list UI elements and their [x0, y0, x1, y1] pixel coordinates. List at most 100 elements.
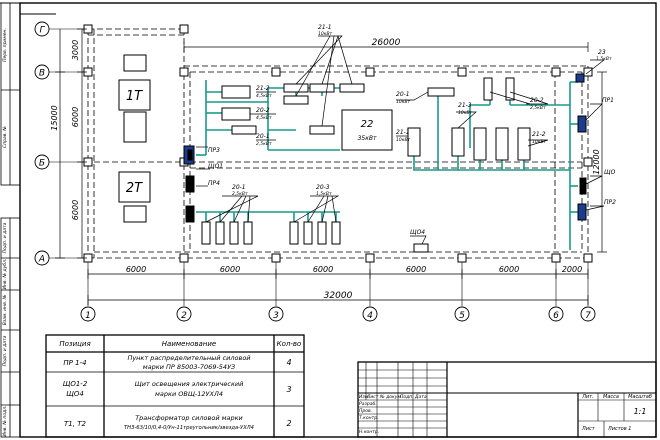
distribution-panels [183, 73, 587, 223]
title-block-text: Изм. Лист № докум. Подп. Дата Разраб. Пр… [359, 394, 652, 435]
tb-head-doc: № докум. [379, 394, 402, 400]
axis-row-bubble-1 [34, 64, 50, 80]
column-18 [583, 157, 593, 167]
axis-bubble-7 [580, 306, 596, 322]
side-stamp-label-3: Инв. № дубл. [2, 259, 8, 290]
spec-row-3-qty: 2 [286, 419, 291, 428]
label-21-3-right-power: 10кВт [458, 110, 473, 116]
spec-row-2-pos-2: ЩО4 [66, 390, 84, 398]
dim-right: 12000 [592, 149, 601, 174]
axis-number-6: 6 [553, 311, 559, 321]
column-15 [457, 253, 467, 263]
spec-row-1-name-2: марки ПР 85003-7069-54УЗ [143, 363, 235, 371]
axis-row-bubble-2 [34, 154, 50, 170]
label-sho1: ЩО1 [208, 163, 223, 170]
dim-bay-4: 6000 [499, 265, 519, 274]
column-11 [551, 67, 561, 77]
specification-table-text: Позиция Наименование Кол-во ПР 1-4 Пункт… [59, 340, 301, 431]
side-stamp-label-2: Подп. и дата [2, 222, 8, 253]
label-21-1-right-power: 10кВт [396, 137, 411, 143]
axis-letter-1: В [39, 69, 45, 79]
dim-bay-2: 6000 [313, 265, 333, 274]
label-20-3: 20-3 [316, 184, 330, 191]
column-5 [179, 67, 189, 77]
label-20-1-bottom: 20-1 [232, 184, 246, 191]
dim-left-total: 15000 [50, 105, 59, 130]
tb-head-scale: Масштаб [628, 394, 652, 400]
dim-left-2: 6000 [71, 200, 80, 220]
label-20-2-right-power: 2,5кВт [530, 105, 546, 111]
axis-number-3: 3 [273, 311, 279, 321]
axis-number-1: 1 [85, 311, 91, 321]
label-21-2-right: 21-2 [532, 131, 546, 138]
spec-row-2-name-1: Щит освещения электрический [135, 380, 244, 388]
tb-sheets: Листов 1 [607, 426, 631, 432]
label-sho: ЩО [604, 169, 616, 176]
label-22-power: 35кВт [358, 135, 377, 142]
leader-lines [196, 35, 606, 245]
column-9 [365, 67, 375, 77]
side-stamp-label-4: Взам. инв. № [2, 294, 8, 325]
tb-head-lit: Лит. [581, 394, 594, 400]
transformer-equipment [118, 54, 151, 223]
tb-row-nkontr: Н.контр. [359, 429, 379, 435]
side-stamp-label-5: Подп. и дата [2, 335, 8, 366]
spec-header-name: Наименование [162, 340, 216, 348]
column-16 [551, 253, 561, 263]
label-pr4: ПР4 [208, 180, 220, 187]
axis-bubble-1 [80, 306, 96, 322]
axis-number-2: 2 [181, 311, 187, 321]
axis-bubble-3 [268, 306, 284, 322]
dim-bay-1: 6000 [220, 265, 240, 274]
spec-row-2-name-2: марки ОВЩ-12УХЛ4 [155, 390, 223, 398]
axis-letter-0: Г [39, 26, 45, 36]
label-21-1-top: 21-1 [318, 24, 332, 31]
label-20-3-power: 1,5кВт [316, 191, 332, 197]
axis-bubble-6 [548, 306, 564, 322]
spec-row-1-name-1: Пункт распределительный силовой [127, 354, 250, 362]
side-stamp-label-1: Справ. № [2, 126, 8, 148]
spec-row-3-name-2: ТНЗ-63/10/0,4-0/Ун-11треугольник/звезда-… [124, 425, 254, 431]
label-22: 22 [361, 119, 374, 130]
equipment-boxes [201, 77, 531, 253]
axis-bubble-5 [454, 306, 470, 322]
dimension-lines [55, 28, 607, 305]
column-14 [365, 253, 375, 263]
transformer-1-label: 1T [126, 89, 143, 104]
dim-bay-3: 6000 [406, 265, 426, 274]
spec-row-2-qty: 3 [286, 385, 291, 394]
dim-bay-5: 2000 [562, 265, 582, 274]
tb-head-mass: Масса [603, 394, 619, 400]
label-20-1-right: 20-1 [396, 91, 410, 98]
tb-row-razrab: Разраб. [359, 401, 377, 407]
label-20-2-right: 20-2 [530, 97, 544, 104]
tb-head-sign: Подп. [400, 394, 414, 400]
side-stamp-label-6: Инв. № подл. [2, 405, 8, 436]
building-columns [83, 24, 593, 263]
axis-bubble-2 [176, 306, 192, 322]
tb-sheet: Лист [581, 426, 596, 432]
dim-bottom-total: 32000 [324, 291, 353, 301]
column-8 [271, 67, 281, 77]
axis-row-bubble-3 [34, 250, 50, 266]
label-pr2: ПР2 [604, 199, 616, 206]
tb-row-prov: Пров. [359, 408, 372, 414]
axis-number-4: 4 [367, 311, 373, 321]
label-pr1: ПР1 [602, 97, 614, 104]
side-stamp-label-0: Перв. примен. [2, 28, 8, 62]
label-20-1-left: 20-1 [256, 133, 270, 140]
column-12 [583, 67, 593, 77]
label-21-1-top-power: 10кВт [318, 31, 333, 37]
spec-row-2-pos-1: ЩО1-2 [63, 380, 88, 388]
spec-row-1-qty: 4 [286, 358, 291, 367]
column-1 [179, 24, 189, 34]
label-23-power: 1,5кВт [596, 56, 612, 62]
transformer-2-label: 2T [126, 181, 143, 196]
axis-row-bubble-0 [34, 21, 50, 37]
label-20-1-bottom-power: 2,5кВт [232, 191, 248, 197]
spec-row-3-pos: Т1, Т2 [64, 420, 86, 428]
column-17 [583, 253, 593, 263]
